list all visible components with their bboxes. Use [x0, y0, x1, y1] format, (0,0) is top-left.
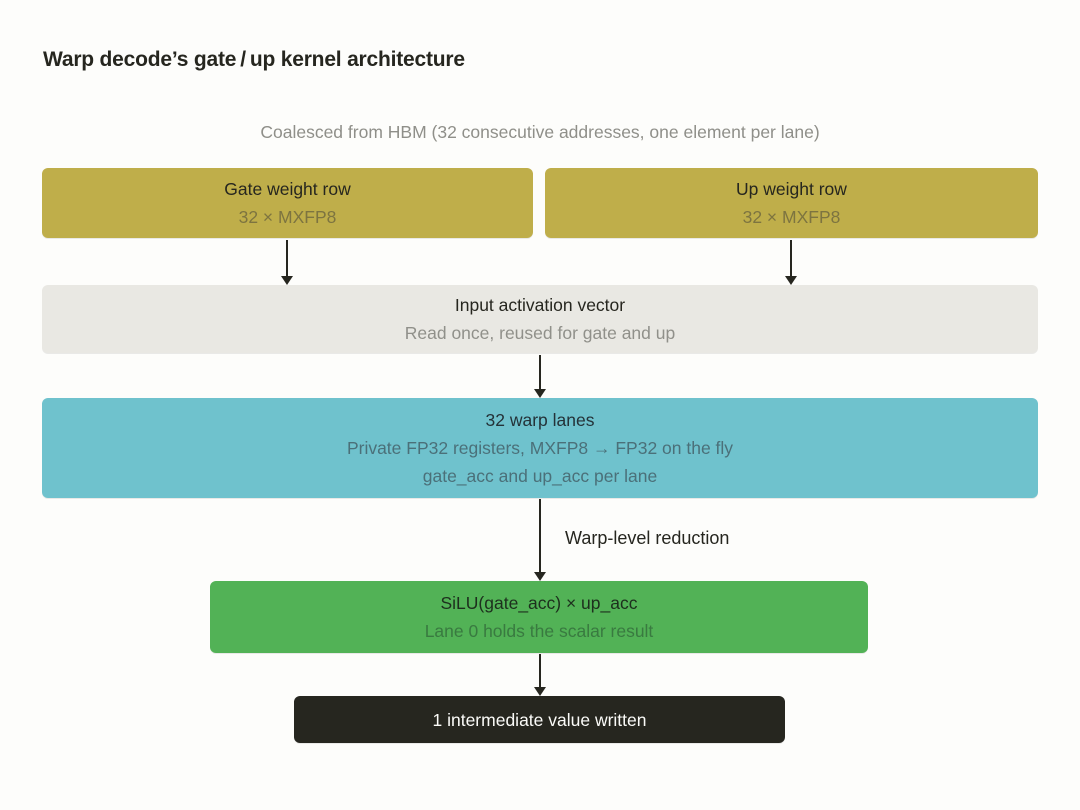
- arrow-shaft: [286, 240, 288, 278]
- warp-level-reduction-label: Warp-level reduction: [565, 528, 730, 548]
- arrow-head: [785, 276, 797, 285]
- arrow-shaft: [539, 499, 541, 574]
- input-activation-title: Input activation vector: [454, 295, 626, 315]
- arrow-shaft: [790, 240, 792, 278]
- page-title: Warp decode’s gate / up kernel architect…: [43, 48, 465, 71]
- arrow-head: [534, 687, 546, 696]
- arrow-up-to-input-icon: [785, 240, 797, 285]
- up-weight-row-subtitle: 32 × MXFP8: [742, 207, 841, 227]
- gate-weight-row-subtitle: 32 × MXFP8: [238, 207, 337, 227]
- warp-lanes-title: 32 warp lanes: [485, 410, 595, 430]
- arrow-input-to-warp-icon: [534, 355, 546, 398]
- arrow-warp-to-silu-icon: [534, 499, 546, 581]
- arrow-gate-to-input-icon: [281, 240, 293, 285]
- arrow-head: [281, 276, 293, 285]
- output-title: 1 intermediate value written: [432, 709, 647, 730]
- node-silu-multiply: SiLU(gate_acc) × up_acc Lane 0 holds the…: [210, 581, 868, 653]
- diagram-subtitle: Coalesced from HBM (32 consecutive addre…: [260, 122, 820, 142]
- node-gate-weight-row: Gate weight row 32 × MXFP8: [42, 168, 533, 238]
- node-input-activation-vector: Input activation vector Read once, reuse…: [42, 285, 1038, 353]
- gate-weight-row-title: Gate weight row: [224, 179, 351, 199]
- node-32-warp-lanes: 32 warp lanes Private FP32 registers, MX…: [42, 398, 1038, 498]
- node-intermediate-value-written: 1 intermediate value written: [294, 696, 785, 743]
- arrow-shaft: [539, 355, 541, 391]
- input-activation-subtitle: Read once, reused for gate and up: [404, 323, 676, 343]
- warp-lanes-line3: gate_acc and up_acc per lane: [422, 466, 658, 486]
- node-up-weight-row: Up weight row 32 × MXFP8: [545, 168, 1038, 238]
- arrow-shaft: [539, 654, 541, 689]
- warp-lanes-line2: Private FP32 registers, MXFP8 → FP32 on …: [346, 438, 734, 458]
- up-weight-row-title: Up weight row: [736, 179, 847, 199]
- arrow-silu-to-output-icon: [534, 654, 546, 696]
- arrow-head: [534, 572, 546, 581]
- silu-title: SiLU(gate_acc) × up_acc: [440, 593, 638, 613]
- arrow-head: [534, 389, 546, 398]
- silu-subtitle: Lane 0 holds the scalar result: [424, 621, 654, 641]
